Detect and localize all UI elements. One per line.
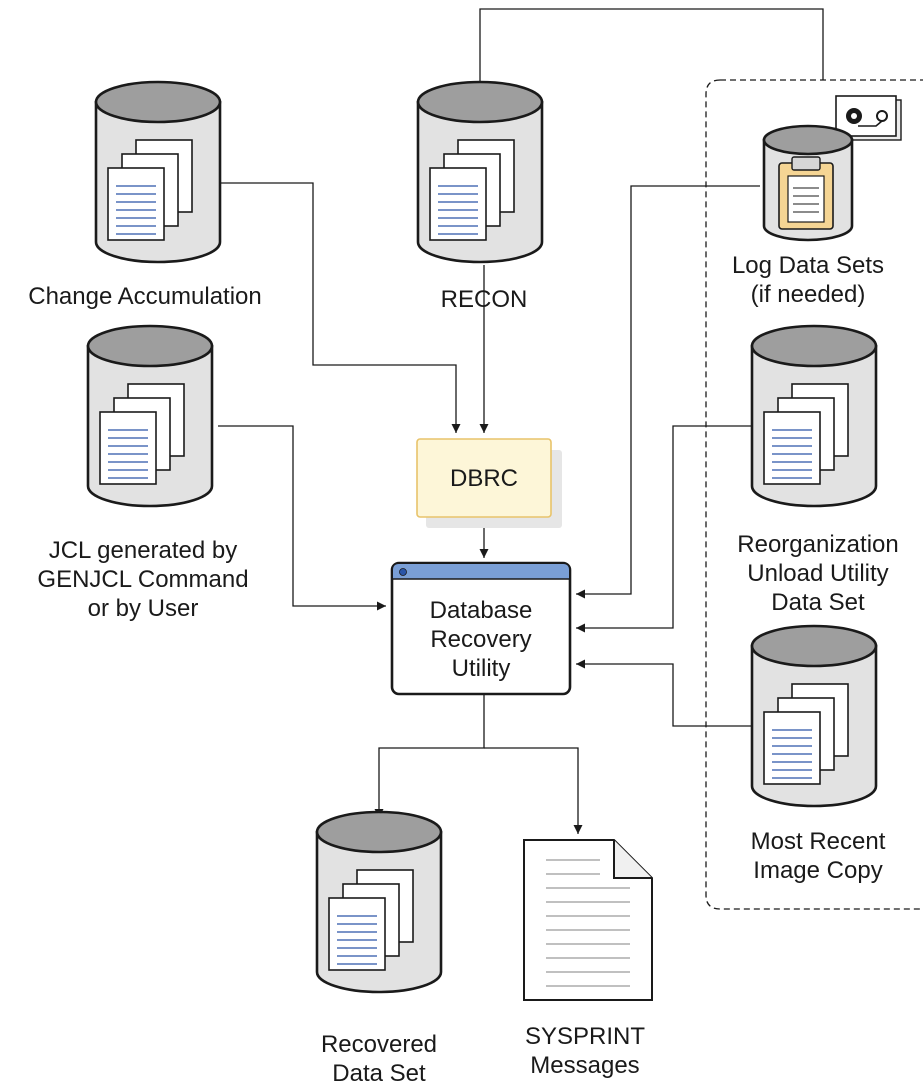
reorganization-label: Reorganization Unload Utility Data Set: [737, 531, 899, 616]
recon-label: RECON: [440, 286, 528, 313]
log-data-sets-label: Log Data Sets (if needed): [731, 252, 885, 308]
sysprint-label: SYSPRINT Messages: [524, 1023, 646, 1079]
jcl-database-icon: [88, 326, 212, 506]
connector-image-copy-to-utility: [576, 659, 752, 727]
connector-reorg-to-utility: [576, 425, 752, 633]
recovery-utility-label: Database Recovery Utility: [429, 597, 533, 682]
recon-database-icon: [418, 82, 542, 262]
change-accumulation-label: Change Accumulation: [28, 283, 262, 310]
dbrc-box: [416, 438, 562, 528]
tape-icon: [835, 95, 902, 141]
connector-jcl-to-utility: [218, 425, 386, 611]
dbrc-label: DBRC: [449, 465, 518, 492]
connector-recon-top: [479, 8, 824, 83]
reorganization-database-icon: [752, 326, 876, 506]
recovery-utility-window: [390, 561, 572, 696]
change-accumulation-database-icon: [96, 82, 220, 262]
sysprint-report-icon: [523, 839, 653, 1001]
log-data-sets-icon: [762, 124, 854, 242]
image-copy-database-icon: [752, 626, 876, 806]
connector-utility-to-recovered: [374, 695, 485, 818]
recovered-data-set-label: Recovered Data Set: [320, 1031, 438, 1087]
recovered-database-icon: [317, 812, 441, 992]
connector-utility-to-sysprint: [484, 747, 583, 834]
connector-change-accumulation-to-dbrc: [218, 182, 461, 433]
jcl-label: JCL generated by GENJCL Command or by Us…: [37, 537, 249, 622]
connector-log-to-utility: [576, 185, 760, 599]
image-copy-label: Most Recent Image Copy: [750, 828, 886, 884]
optional-inputs-group-border: [705, 79, 923, 910]
